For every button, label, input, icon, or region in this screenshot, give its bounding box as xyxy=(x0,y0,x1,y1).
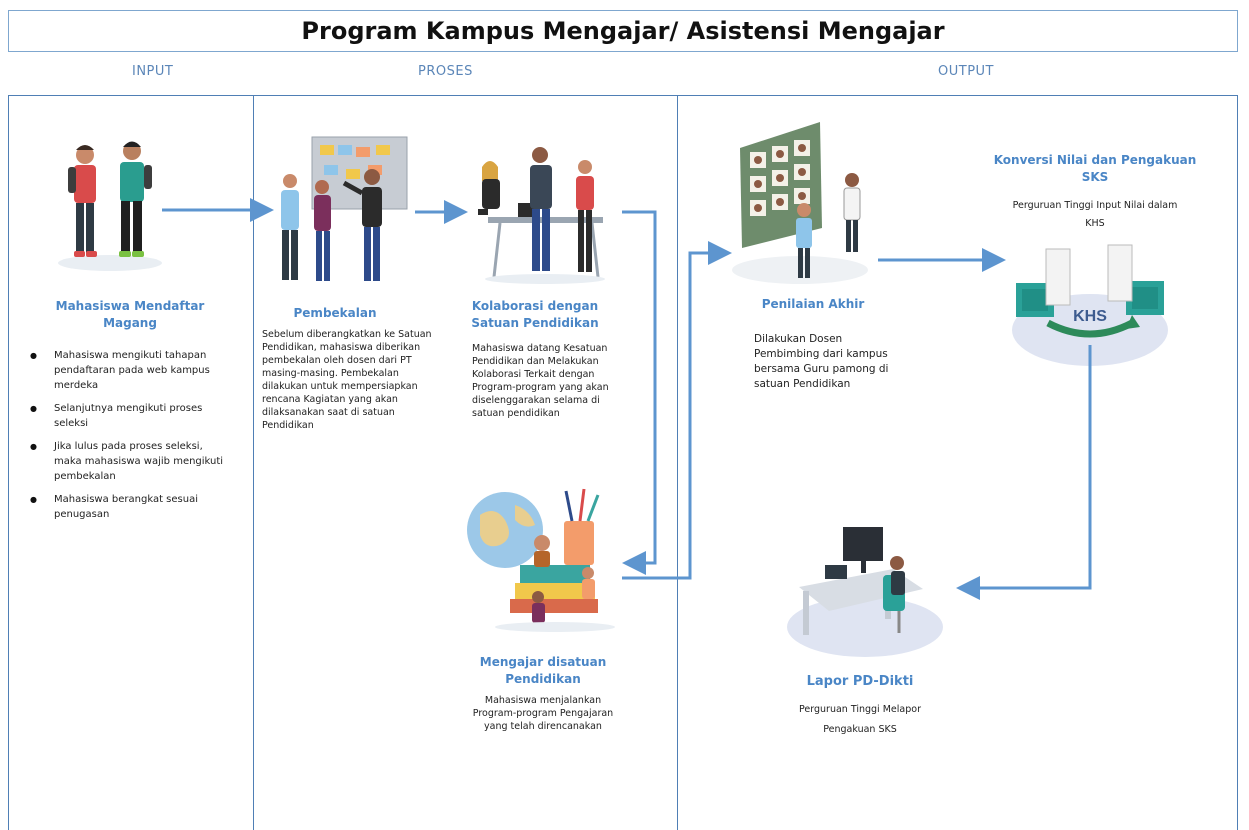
khs-conversion-illustration: KHS xyxy=(1012,244,1168,366)
lapor-text-line-2: Pengakuan SKS xyxy=(823,724,897,735)
pembekalan-heading: Pembekalan xyxy=(293,306,377,320)
section-label-input: INPUT xyxy=(132,64,174,79)
list-item: Selanjutnya mengikuti proses seleksi xyxy=(28,401,233,431)
lapor-heading: Lapor PD-Dikti xyxy=(806,674,914,689)
konversi-heading-line-2: SKS xyxy=(1081,170,1109,184)
input-heading-line-2: Magang xyxy=(103,316,157,330)
mengajar-heading: Mengajar disatuan Pendidikan xyxy=(463,654,623,688)
input-heading-line-1: Mahasiswa Mendaftar xyxy=(55,299,205,313)
input-bullet-list: Mahasiswa mengikuti tahapan pendaftaran … xyxy=(28,348,233,530)
penilaian-heading: Penilaian Akhir xyxy=(761,297,865,311)
lapor-text-line-1: Perguruan Tinggi Melapor xyxy=(799,704,921,715)
lapor-text: Perguruan Tinggi Melapor Pengakuan SKS xyxy=(760,700,960,740)
section-label-proses: PROSES xyxy=(418,64,473,79)
list-item: Mahasiswa berangkat sesuai penugasan xyxy=(28,492,233,522)
konversi-heading: Konversi Nilai dan Pengakuan SKS xyxy=(960,152,1230,186)
konversi-text-line-1: Perguruan Tinggi Input Nilai dalam xyxy=(1012,200,1178,211)
penilaian-text: Dilakukan Dosen Pembimbing dari kampus b… xyxy=(754,333,889,390)
page-title: Program Kampus Mengajar/ Asistensi Menga… xyxy=(301,17,945,45)
briefing-illustration xyxy=(281,136,408,281)
kolaborasi-heading-line-1: Kolaborasi dengan xyxy=(471,299,599,313)
khs-badge: KHS xyxy=(1073,308,1107,325)
collaboration-illustration xyxy=(478,147,605,284)
list-item: Mahasiswa mengikuti tahapan pendaftaran … xyxy=(28,348,233,393)
mengajar-text-line-2: Program-program Pengajaran xyxy=(472,708,614,719)
mengajar-heading-line-2: Pendidikan xyxy=(505,672,581,686)
section-label-output: OUTPUT xyxy=(938,64,994,79)
konversi-heading-line-1: Konversi Nilai dan Pengakuan xyxy=(993,153,1197,167)
mengajar-text-line-1: Mahasiswa menjalankan xyxy=(484,695,602,706)
report-illustration xyxy=(787,527,943,657)
title-box: Program Kampus Mengajar/ Asistensi Menga… xyxy=(8,10,1238,52)
evaluation-illustration xyxy=(732,122,868,284)
teaching-illustration xyxy=(467,488,615,632)
kolaborasi-heading: Kolaborasi dengan Satuan Pendidikan xyxy=(460,298,610,332)
list-item: Jika lulus pada proses seleksi, maka mah… xyxy=(28,439,233,484)
mengajar-text-line-3: yang telah direncanakan xyxy=(484,721,602,732)
konversi-text-line-2: KHS xyxy=(1085,218,1105,229)
mengajar-text: Mahasiswa menjalankan Program-program Pe… xyxy=(458,694,628,733)
kolaborasi-text: Mahasiswa datang Kesatuan Pendidikan dan… xyxy=(472,343,609,419)
students-illustration xyxy=(58,141,162,271)
kolaborasi-heading-line-2: Satuan Pendidikan xyxy=(471,316,599,330)
konversi-text: Perguruan Tinggi Input Nilai dalam KHS xyxy=(990,197,1200,233)
mengajar-heading-line-1: Mengajar disatuan xyxy=(479,655,607,669)
pembekalan-text: Sebelum diberangkatkan ke Satuan Pendidi… xyxy=(262,329,432,431)
input-heading: Mahasiswa Mendaftar Magang xyxy=(20,298,240,332)
